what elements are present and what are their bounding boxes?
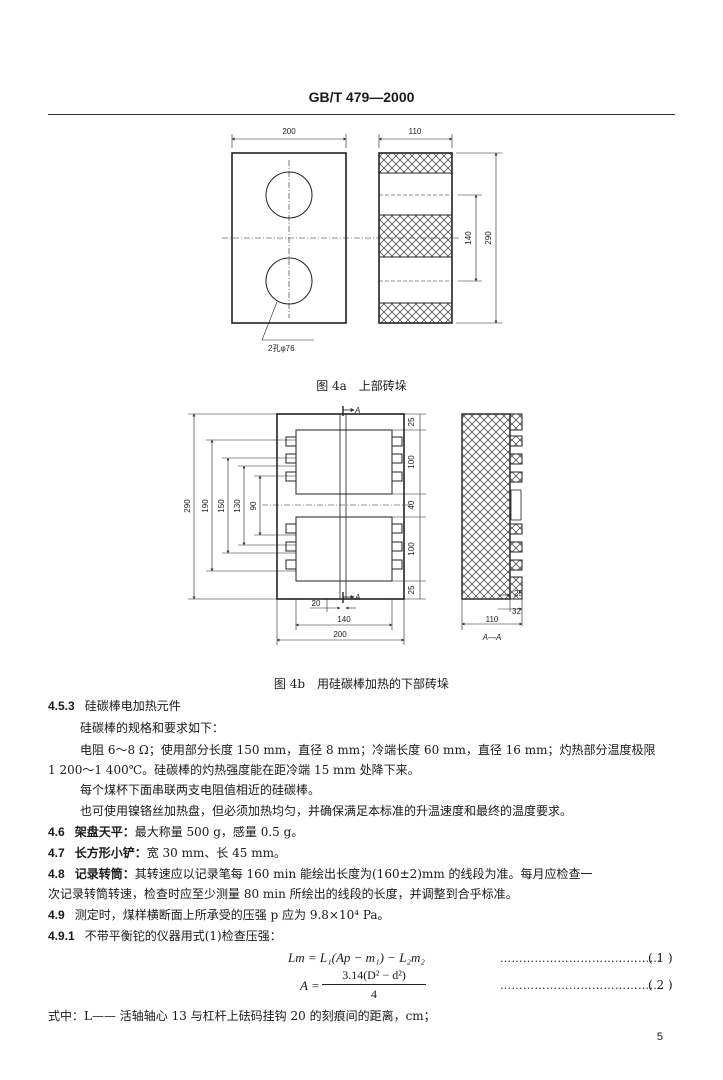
figure-4b-section <box>461 413 523 630</box>
dim-110: 110 <box>409 127 422 136</box>
paragraph-spec-intro: 硅碳棒的规格和要求如下： <box>80 721 225 735</box>
header-rule <box>48 114 675 115</box>
section-marker-a-bottom: A <box>354 593 360 602</box>
page-number: 5 <box>656 1031 663 1043</box>
dim-100-bottom: 100 <box>407 542 416 556</box>
dim-40: 40 <box>407 500 416 509</box>
dim-200: 200 <box>282 127 296 136</box>
dim-110-section: 110 <box>486 615 499 624</box>
dim-25-bottom: 25 <box>407 585 416 594</box>
standard-header: GB/T 479—2000 <box>308 89 415 105</box>
hole-label: 2孔φ76 <box>268 344 295 353</box>
dim-140: 140 <box>464 231 473 245</box>
figure-4b-front <box>188 406 426 645</box>
equation-2-lhs: A = <box>300 978 320 993</box>
dim-290: 290 <box>484 231 493 245</box>
dim-130: 130 <box>233 499 242 513</box>
dim-90: 90 <box>249 501 258 510</box>
dim-100-top: 100 <box>407 455 416 469</box>
dim-290: 290 <box>183 499 192 513</box>
dim-25-section: 25 <box>514 589 523 598</box>
section-label: A—A <box>482 633 502 642</box>
equation-2-denominator: 4 <box>371 987 377 1001</box>
section-4-8-cont: 次记录转筒转速，检查时应至少测量 80 min 所绘出的线段的长度，并调整到合乎… <box>48 887 518 901</box>
paragraph-alternative: 也可使用镍铬丝加热盘，但必须加热均匀，并确保满足本标准的升温速度和最终的温度要求… <box>80 804 573 818</box>
dim-150: 150 <box>217 499 226 513</box>
dim-20: 20 <box>312 599 321 608</box>
dim-190: 190 <box>201 499 210 513</box>
where-clause: 式中：L—— 活轴轴心 13 与杠杆上砝码挂钩 20 的刻痕间的距离，cm； <box>48 1009 436 1023</box>
equation-2-numerator: 3.14(D² − d²) <box>322 968 426 985</box>
section-marker-a-top: A <box>354 406 360 415</box>
figure-4a <box>222 134 502 341</box>
equation-2-number: ( 2 ) <box>648 978 673 992</box>
dim-200: 200 <box>333 630 347 639</box>
paragraph-spec-line1: 电阻 6～8 Ω；使用部分长度 150 mm，直径 8 mm；冷端长度 60 m… <box>80 743 656 757</box>
paragraph-spec-line2: 1 200～1 400℃。硅碳棒的灼热强度能在距冷端 15 mm 处降下来。 <box>48 763 420 777</box>
equation-2-leader: …………………………………… <box>500 979 661 992</box>
dim-140: 140 <box>337 615 351 624</box>
equation-1-number: ( 1 ) <box>648 951 673 965</box>
equation-1: Lm = L₁(Ap − m₁) − L₂m₂ <box>288 950 425 965</box>
dim-32-section: 32 <box>512 607 521 616</box>
paragraph-series: 每个煤杯下面串联两支电阻值相近的硅碳棒。 <box>80 783 321 797</box>
figure-4a-caption: 图 4a 上部砖垛 <box>316 379 407 393</box>
equation-1-leader: …………………………………… <box>500 952 661 965</box>
figure-4b-caption: 图 4b 用硅碳棒加热的下部砖垛 <box>273 677 450 691</box>
dim-25-top: 25 <box>407 417 416 426</box>
